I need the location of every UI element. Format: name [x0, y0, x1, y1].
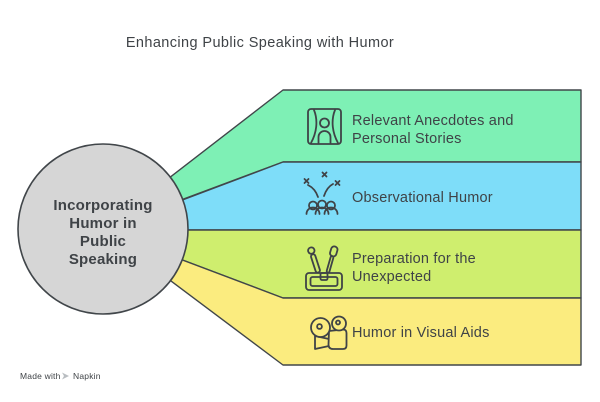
item3-label-line1: Preparation for the — [352, 251, 476, 267]
item-label-preparation: Preparation for the Unexpected — [352, 251, 476, 285]
item1-label-line1: Relevant Anecdotes and — [352, 113, 514, 129]
central-label-line2: Humor in — [69, 215, 136, 232]
stage-performer-icon — [307, 108, 342, 145]
central-label-line3: Public — [80, 233, 126, 250]
item1-label-line2: Personal Stories — [352, 131, 462, 147]
ribbon-group — [102, 89, 582, 366]
watermark-prefix: Made with — [20, 371, 61, 381]
central-topic-circle — [17, 143, 189, 315]
ribbon-visual-aids — [102, 229, 582, 366]
diagram-title: Enhancing Public Speaking with Humor — [126, 35, 394, 51]
toolbox-icon — [305, 245, 343, 291]
item2-label-line1: Observational Humor — [352, 190, 493, 206]
napkin-pen-icon — [62, 372, 69, 380]
item3-label-line2: Unexpected — [352, 269, 431, 285]
central-topic-label: Incorporating Humor in Public Speaking — [53, 197, 152, 268]
central-label-line4: Speaking — [69, 251, 137, 268]
watermark: Made with Napkin — [20, 371, 101, 381]
item-label-observational-humor: Observational Humor — [352, 190, 493, 206]
item-label-relevant-anecdotes: Relevant Anecdotes and Personal Stories — [352, 113, 514, 147]
laughing-audience-icon — [303, 171, 341, 215]
central-label-line1: Incorporating — [53, 197, 152, 214]
watermark-brand: Napkin — [73, 371, 101, 381]
item4-label-line1: Humor in Visual Aids — [352, 325, 490, 341]
movie-camera-icon — [310, 315, 348, 350]
item-label-visual-aids: Humor in Visual Aids — [352, 325, 490, 341]
